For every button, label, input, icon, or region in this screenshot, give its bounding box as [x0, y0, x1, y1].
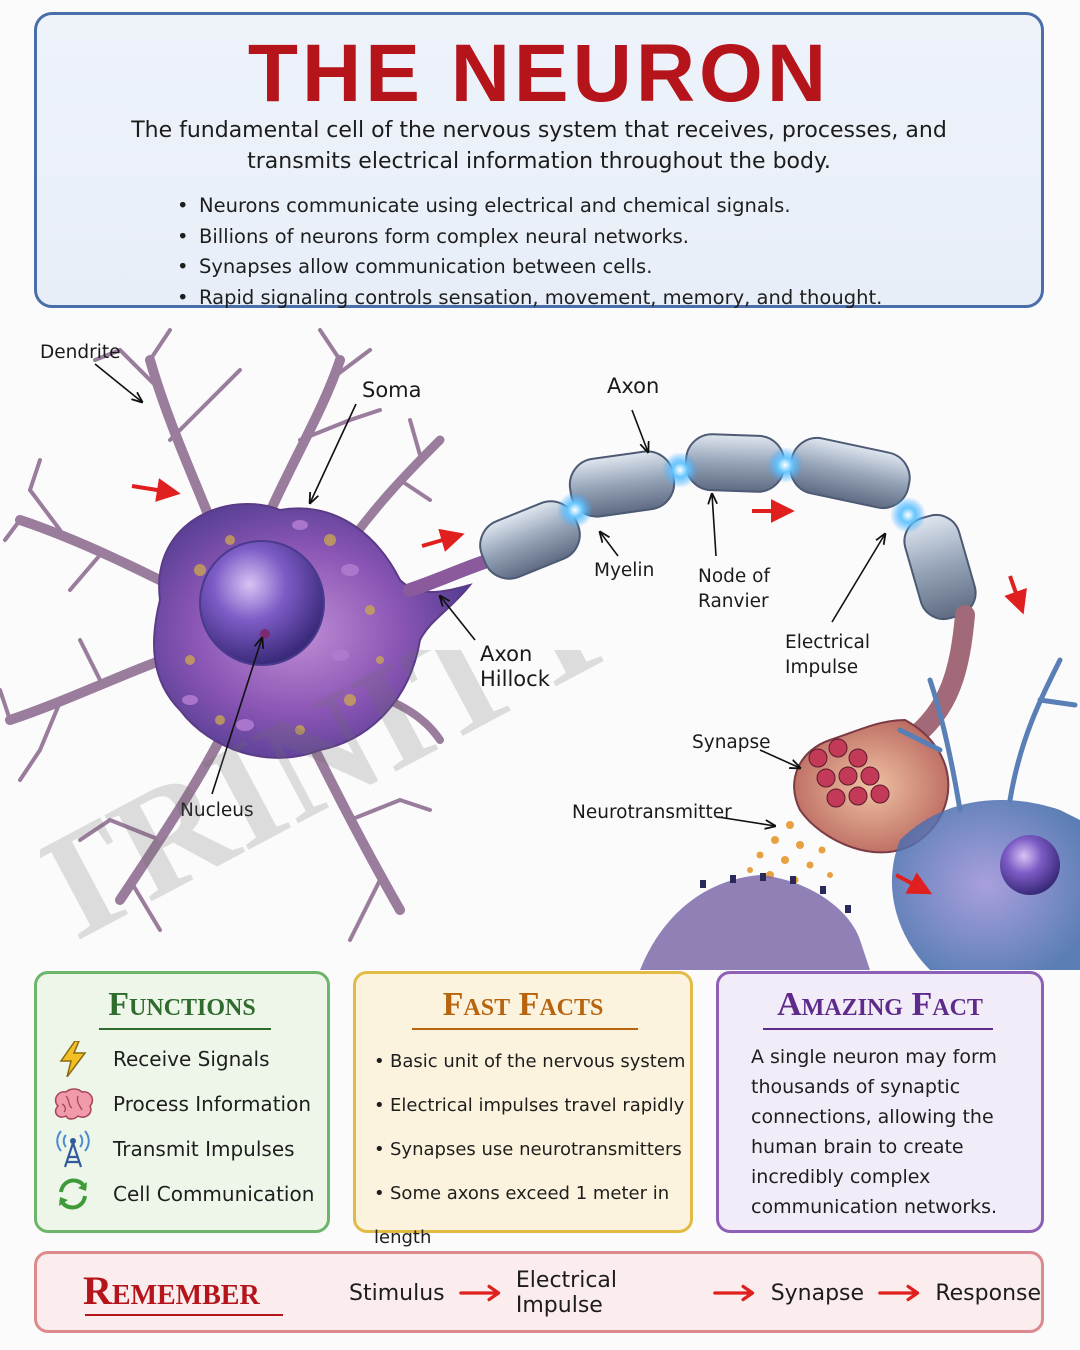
function-label: Receive Signals — [113, 1046, 270, 1071]
fast-facts-list: Basic unit of the nervous system Electri… — [374, 1040, 690, 1260]
amazing-fact-title: Amazing Fact — [777, 986, 983, 1023]
header-bullet: Neurons communicate using electrical and… — [177, 191, 882, 222]
label-synapse: Synapse — [692, 732, 771, 753]
header-bullet: Billions of neurons form complex neural … — [177, 222, 882, 253]
function-item: Transmit Impulses — [51, 1126, 314, 1171]
recycle-arrows-icon — [51, 1174, 95, 1214]
label-electrical-impulse-line2: Impulse — [785, 657, 859, 678]
impulse-direction-arrows — [131, 478, 1027, 895]
functions-title: Functions — [108, 986, 256, 1023]
label-soma: Soma — [362, 378, 422, 402]
fast-facts-title: Fast Facts — [442, 986, 604, 1023]
header-card: THE NEURON The fundamental cell of the n… — [34, 12, 1044, 309]
nucleolus — [260, 629, 270, 639]
amazing-fact-line: communication networks. — [751, 1196, 998, 1218]
label-axon-hillock-line2: Hillock — [480, 667, 550, 691]
axon-terminal-branch — [900, 605, 975, 750]
remember-bar: Remember Stimulus Electrical Impulse Syn… — [34, 1251, 1044, 1333]
label-node-of-ranvier: Node of Ranvier — [698, 564, 770, 614]
header-bullet: Rapid signaling controls sensation, move… — [177, 283, 882, 314]
remember-title: Remember — [83, 1268, 260, 1313]
lightning-icon — [51, 1039, 95, 1079]
nucleus — [199, 540, 325, 666]
flow-arrow-icon — [458, 1284, 500, 1302]
organelles — [185, 534, 384, 735]
axon-hillock — [403, 553, 497, 597]
receptors — [700, 873, 851, 913]
functions-list: Receive Signals Process Information Tran… — [51, 1036, 314, 1216]
amazing-fact-text: A single neuron may form thousands of sy… — [751, 1042, 1017, 1222]
synaptic-vesicles — [808, 738, 890, 808]
fast-fact-item: Some axons exceed 1 meter in length — [374, 1172, 690, 1260]
label-axon-hillock-line1: Axon — [480, 642, 533, 666]
fast-fact-item: Electrical impulses travel rapidly — [374, 1084, 690, 1128]
label-axon-hillock: Axon Hillock — [480, 642, 550, 692]
amazing-fact-line: A single neuron may form — [751, 1046, 997, 1068]
function-label: Process Information — [113, 1091, 311, 1116]
remember-title-underline — [85, 1314, 283, 1316]
amazing-fact-line: human brain to create — [751, 1136, 964, 1158]
flow-arrow-icon — [878, 1284, 920, 1302]
label-axon: Axon — [607, 374, 660, 398]
page-title: THE NEURON — [247, 28, 831, 119]
fast-fact-item: Basic unit of the nervous system — [374, 1040, 690, 1084]
antenna-icon — [51, 1129, 95, 1169]
functions-card: Functions Receive Signals Process Inform… — [34, 971, 330, 1233]
function-label: Transmit Impulses — [113, 1136, 295, 1161]
flow-step-response: Response — [935, 1280, 1042, 1306]
fast-facts-title-underline — [412, 1028, 638, 1030]
amazing-fact-card: Amazing Fact A single neuron may form th… — [716, 971, 1044, 1233]
function-item: Cell Communication — [51, 1171, 314, 1216]
brain-icon — [51, 1084, 95, 1124]
neighbor-neuron — [891, 657, 1080, 970]
flow-step-synapse: Synapse — [770, 1280, 865, 1306]
label-nucleus: Nucleus — [180, 800, 254, 821]
label-electrical-impulse: Electrical Impulse — [785, 630, 870, 680]
label-electrical-impulse-line1: Electrical — [785, 632, 871, 653]
function-item: Process Information — [51, 1081, 314, 1126]
amazing-fact-line: incredibly complex — [751, 1166, 931, 1188]
label-myelin: Myelin — [594, 560, 655, 581]
flow-step-electrical-impulse: Electrical Impulse — [515, 1268, 618, 1318]
label-leader-lines — [94, 363, 885, 826]
label-node-of-ranvier-line1: Node of — [698, 566, 770, 587]
neuron-illustration: Dendrite Soma Axon Myelin Node of Ranvie… — [0, 320, 1080, 970]
neuron-diagram-svg — [0, 328, 1080, 970]
amazing-fact-line: thousands of synaptic — [751, 1076, 961, 1098]
label-dendrite: Dendrite — [40, 342, 121, 363]
fast-fact-item: Synapses use neurotransmitters — [374, 1128, 690, 1172]
amazing-fact-line: connections, allowing the — [751, 1106, 994, 1128]
page-subtitle: The fundamental cell of the nervous syst… — [131, 118, 947, 174]
postsynaptic-membrane — [640, 875, 870, 970]
functions-title-underline — [99, 1028, 271, 1030]
header-bullet: Synapses allow communication between cel… — [177, 252, 882, 283]
amazing-fact-title-underline — [763, 1028, 993, 1030]
header-bullet-list: Neurons communicate using electrical and… — [177, 191, 882, 313]
label-neurotransmitter: Neurotransmitter — [572, 802, 732, 823]
function-label: Cell Communication — [113, 1181, 315, 1206]
nodes-of-ranvier — [557, 447, 926, 533]
fast-facts-card: Fast Facts Basic unit of the nervous sys… — [353, 971, 693, 1248]
label-node-of-ranvier-line2: Ranvier — [698, 591, 769, 612]
function-item: Receive Signals — [51, 1036, 314, 1081]
flow-arrow-icon — [713, 1284, 755, 1302]
flow-step-stimulus: Stimulus — [349, 1280, 445, 1306]
remember-flow: Stimulus Electrical Impulse Synapse Resp… — [349, 1268, 1042, 1318]
